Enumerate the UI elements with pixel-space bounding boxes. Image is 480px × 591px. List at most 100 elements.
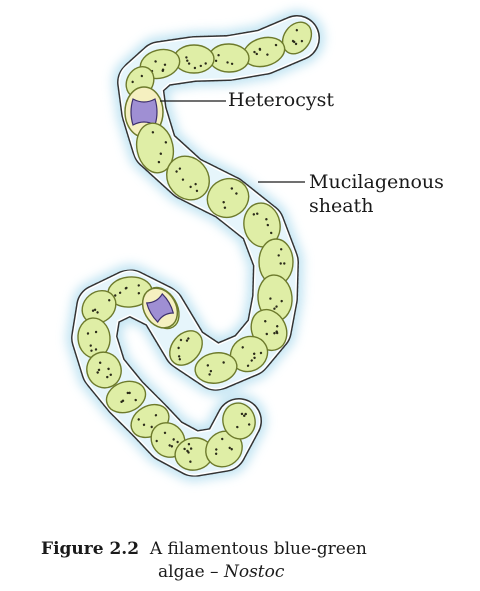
vegetative-cell [105,380,147,414]
cell-granule [185,339,189,342]
cell-granule [159,152,163,155]
vegetative-cell [166,155,210,201]
cell-granule [280,248,283,251]
cell-granule [275,331,279,335]
cell-granule [175,170,178,173]
cell-granule [194,182,197,186]
cell-granule [230,62,234,66]
vegetative-cell [229,335,269,373]
figure-caption: Figure 2.2 A filamentous blue-green alga… [41,538,461,584]
cell-granule [266,223,270,227]
cell-granule [170,445,174,448]
cell-granule [108,299,111,302]
cell-granule [279,262,282,265]
cell-granule [275,325,279,328]
cell-granule [163,431,167,435]
cell-body [86,351,122,389]
cell-granule [94,348,98,351]
cell-body [208,43,250,73]
cell-granule [155,439,158,443]
cell-body [105,380,147,414]
caption-line2: algae – Nostoc [41,561,461,584]
cell-granule [187,62,191,65]
vegetative-cell [205,430,243,468]
cell-granule [265,332,268,336]
cell-granule [252,352,256,355]
figure-number: Figure 2.2 [41,539,140,559]
cell-granule [217,54,220,57]
cell-granule [186,59,189,62]
cell-filament [77,21,313,471]
cell-granule [247,423,251,426]
cell-granule [273,307,276,310]
vegetative-cell [222,402,256,440]
cell-granule [206,364,210,367]
cell-granule [126,391,130,395]
cell-granule [258,47,262,51]
cell-granule [252,213,256,216]
cell-granule [177,355,181,358]
cell-granule [221,437,224,441]
cell-granule [300,39,304,43]
cell-granule [204,62,207,65]
cell-granule [199,64,202,68]
cell-granule [154,414,158,417]
cell-granule [181,178,185,181]
cell-body [206,177,250,219]
cell-granule [273,331,276,335]
cell-granule [163,63,167,66]
cell-granule [280,299,283,303]
cell-granule [243,414,246,417]
mucilagenous-sheath-label-line1: Mucilagenous [309,171,444,193]
cell-granule [274,43,278,47]
cell-granule [264,320,267,323]
cell-granule [179,338,183,342]
cell-granule [259,351,263,355]
cell-granule [114,294,117,297]
cell-granule [142,423,146,427]
cell-body [194,352,238,384]
vegetative-cell [242,36,286,68]
cell-granule [154,60,157,63]
cell-granule [209,369,213,373]
cell-granule [253,356,256,360]
cell-granule [256,212,259,215]
vegetative-cell [135,122,175,174]
cell-granule [107,367,110,371]
cell-granule [134,398,137,402]
cell-granule [90,349,93,352]
cell-granule [96,371,99,374]
cell-granule [121,399,125,402]
cell-granule [270,231,273,235]
cell-granule [97,368,101,372]
mucilagenous-sheath-label: Mucilagenous sheath [309,170,444,218]
cell-granule [137,292,141,295]
cell-body [135,122,175,174]
cell-granule [131,80,134,84]
cell-granule [98,361,102,364]
cell-granule [255,52,258,56]
cell-granule [168,444,171,447]
cell-granule [157,160,161,164]
caption-text: A filamentous blue-green [149,539,367,559]
cell-granule [228,446,231,450]
cell-granule [277,254,280,257]
cell-granule [240,412,244,416]
cell-granule [86,332,90,335]
heterocyst-protoplast [130,98,158,126]
cell-granule [215,448,218,451]
cell-body [166,155,210,201]
cell-body [81,289,117,325]
vegetative-cell [194,352,238,384]
cell-granule [106,375,109,379]
heterocyst-label: Heterocyst [228,89,334,111]
cell-granule [178,358,182,361]
vegetative-cell [81,289,117,325]
cell-granule [189,460,192,463]
cell-granule [177,346,180,350]
cell-granule [118,291,122,294]
caption-genus: Nostoc [223,562,285,582]
cell-granule [91,309,95,312]
cell-granule [222,361,225,364]
cell-granule [236,425,239,429]
